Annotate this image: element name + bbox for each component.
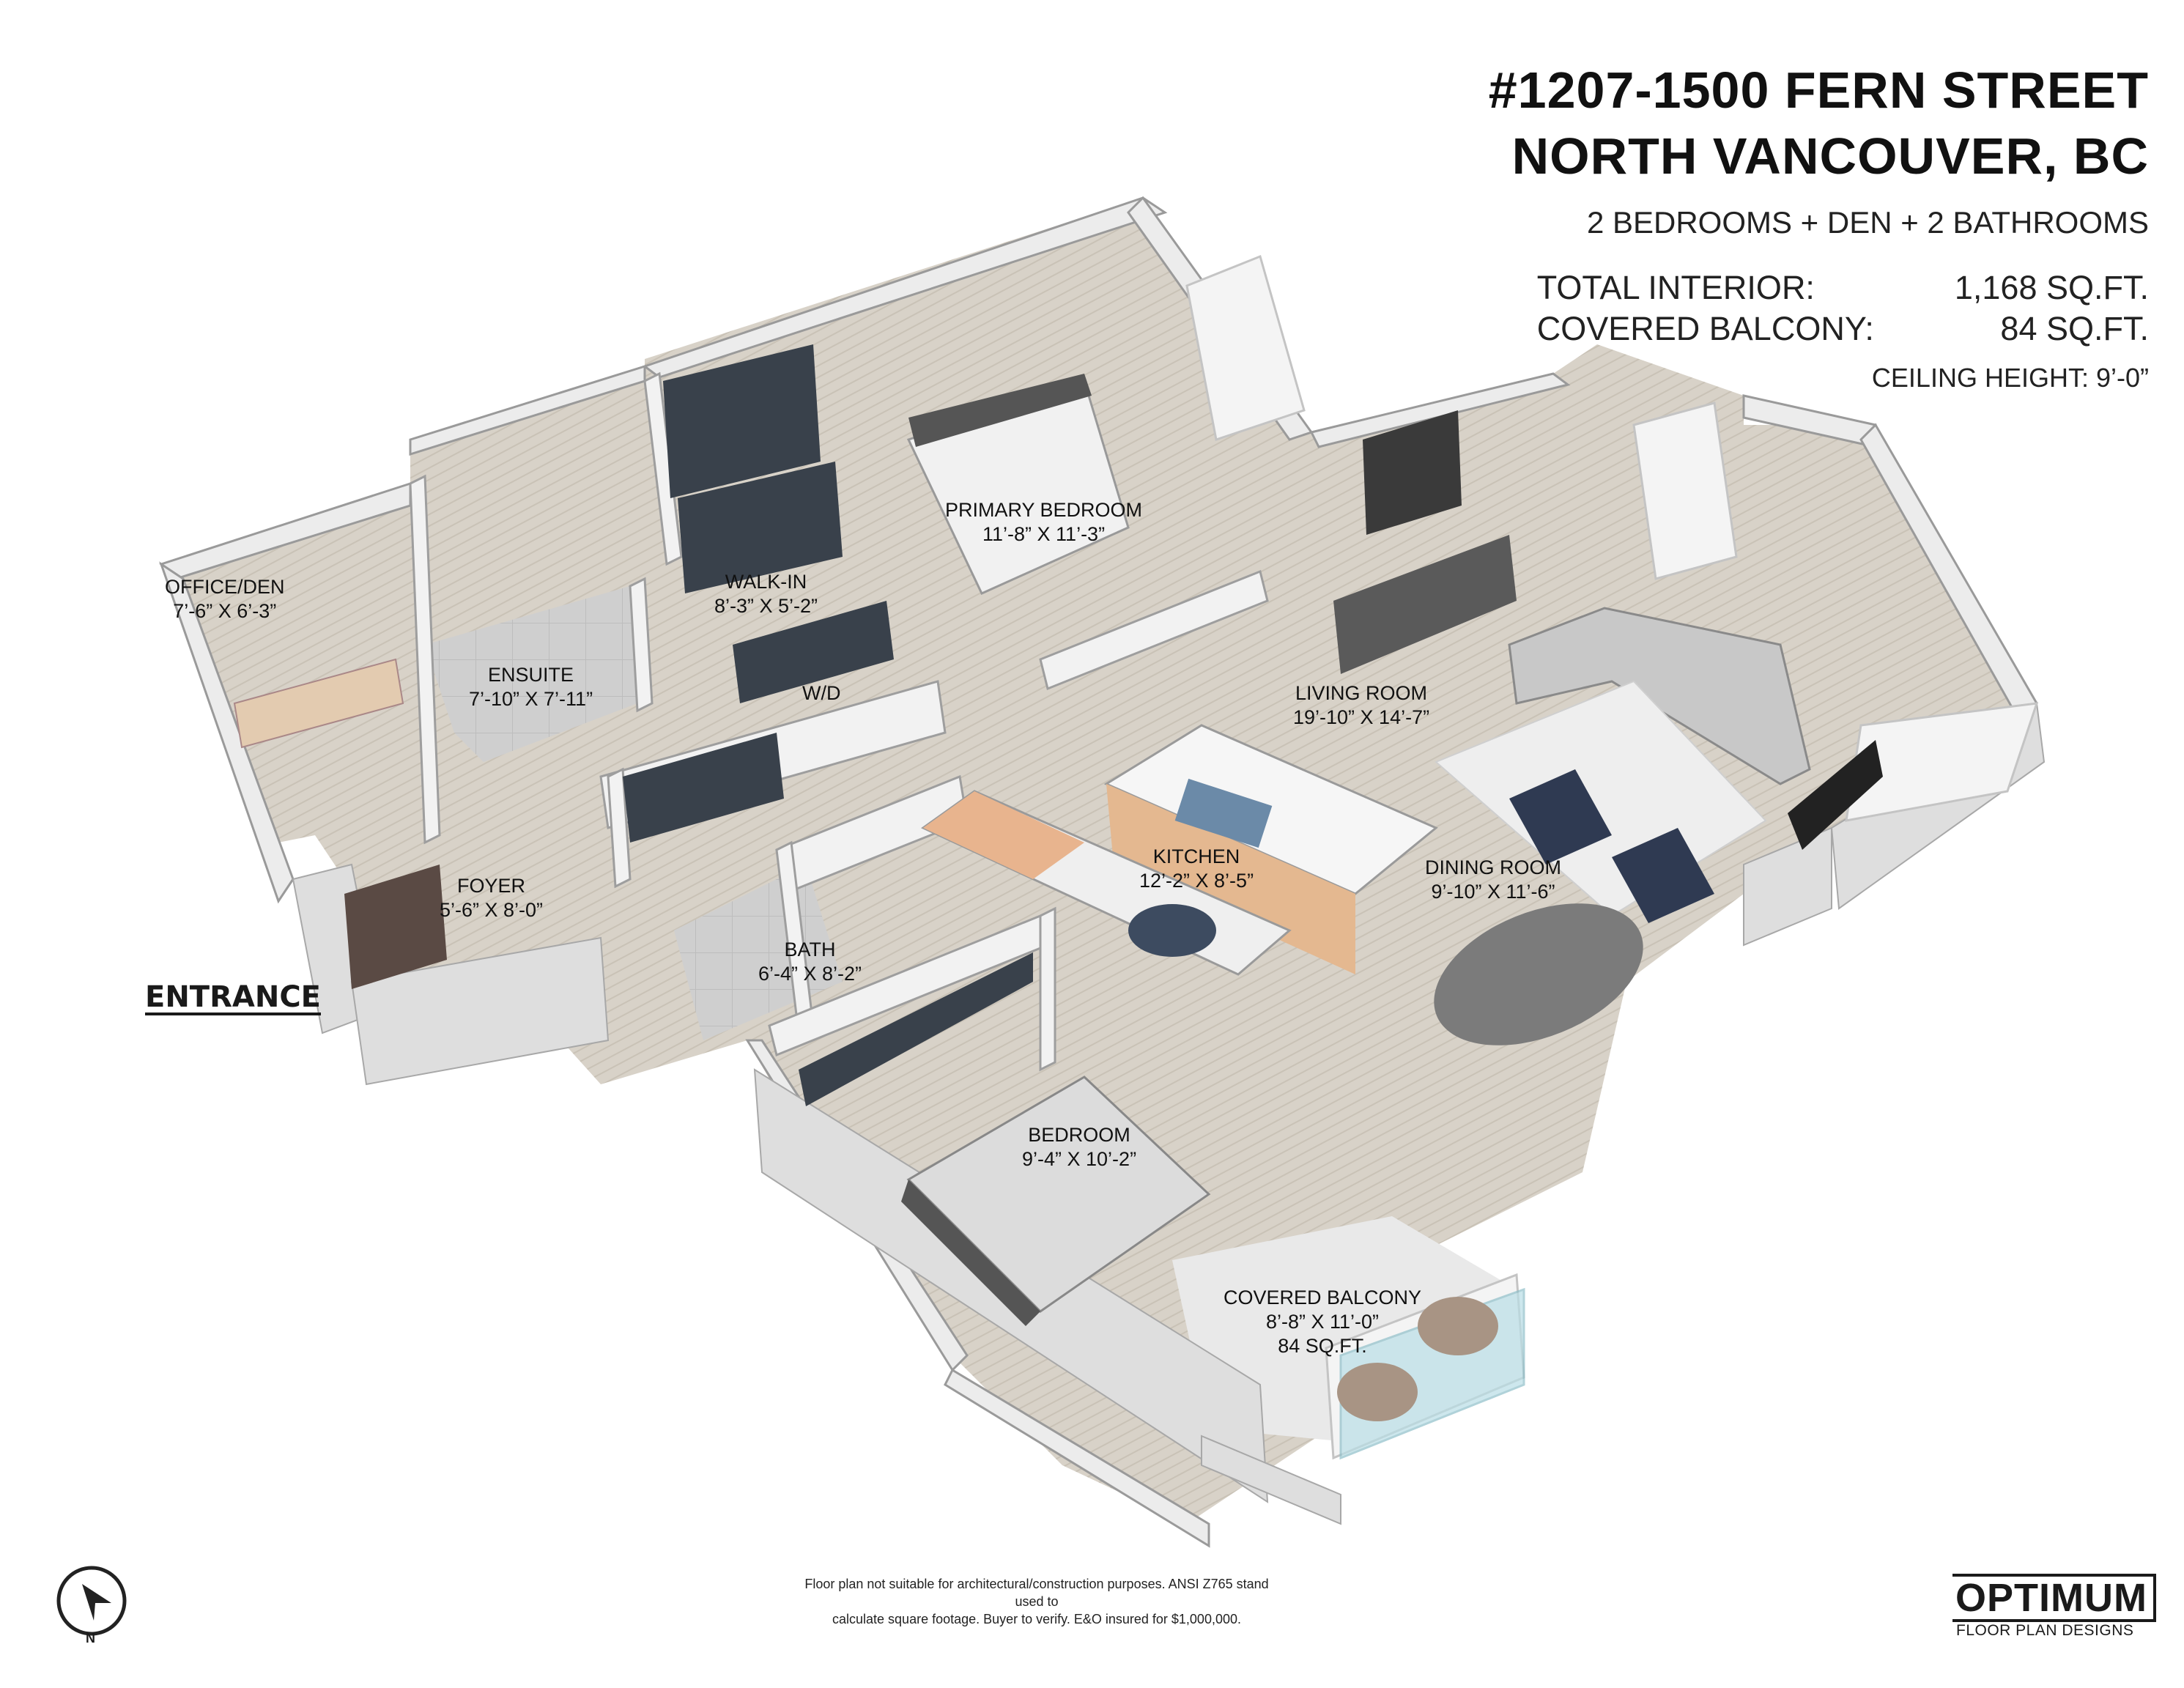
room-size: 12’-2” X 8’-5” [1139, 870, 1254, 892]
tv [1788, 740, 1883, 850]
room-name: FOYER [457, 875, 526, 897]
balcony-chairs [1337, 1297, 1498, 1421]
room-label-ensuite: ENSUITE 7’-10” X 7’-11” [469, 663, 593, 711]
wall-art [1363, 410, 1462, 535]
room-label-foyer: FOYER 5’-6” X 8’-0” [440, 874, 543, 922]
sofa [1508, 607, 1811, 785]
room-size: 5’-6” X 8’-0” [440, 899, 544, 921]
room-size: 11’-8” X 11’-3” [982, 523, 1106, 545]
room-size: 8’-8” X 11’-0” [1266, 1311, 1380, 1333]
room-size: 6’-4” X 8’-2” [758, 963, 862, 985]
balcony-area-value: 84 SQ.FT. [2000, 310, 2149, 347]
compass-north-label: N [86, 1631, 95, 1646]
north-compass-icon: N [51, 1561, 132, 1648]
disclaimer-line-2: calculate square footage. Buyer to verif… [832, 1612, 1241, 1626]
room-size: 8’-3” X 5’-2” [714, 595, 818, 617]
dining-table [1434, 903, 1643, 1045]
room-name: W/D [802, 682, 841, 704]
room-label-balcony: COVERED BALCONY 8’-8” X 11’-0” 84 SQ.FT. [1224, 1286, 1421, 1358]
room-name: PRIMARY BEDROOM [945, 499, 1143, 521]
room-name: KITCHEN [1152, 845, 1240, 867]
room-name: COVERED BALCONY [1224, 1287, 1422, 1308]
room-name: DINING ROOM [1425, 856, 1561, 878]
room-size: 19’-10” X 14’-7” [1293, 706, 1430, 728]
room-area: 84 SQ.FT. [1278, 1335, 1367, 1357]
primary-bed [906, 374, 1130, 595]
room-name: ENSUITE [488, 664, 574, 686]
room-label-primary-bedroom: PRIMARY BEDROOM 11’-8” X 11’-3” [945, 498, 1142, 547]
ceiling-height: CEILING HEIGHT: 9’-0” [1871, 363, 2149, 393]
room-label-walkin: WALK-IN 8’-3” X 5’-2” [714, 570, 818, 618]
room-size: 7’-10” X 7’-11” [469, 688, 593, 710]
room-size: 7’-6” X 6’-3” [173, 600, 277, 622]
disclaimer: Floor plan not suitable for architectura… [795, 1575, 1278, 1628]
room-size: 9’-10” X 11’-6” [1431, 881, 1555, 903]
optimum-logo: OPTIMUM FLOOR PLAN DESIGNS [1934, 1574, 2156, 1640]
room-name: WALK-IN [725, 571, 807, 593]
room-label-bath: BATH 6’-4” X 8’-2” [758, 938, 862, 986]
room-name: BATH [784, 939, 836, 960]
logo-title: OPTIMUM [1952, 1574, 2156, 1622]
room-label-living: LIVING ROOM 19’-10” X 14’-7” [1293, 681, 1429, 730]
header: #1207-1500 FERN STREET NORTH VANCOUVER, … [1489, 57, 2149, 240]
room-label-dining: DINING ROOM 9’-10” X 11’-6” [1425, 856, 1561, 904]
total-interior-label: TOTAL INTERIOR: [1536, 269, 1815, 306]
total-interior-value: 1,168 SQ.FT. [1954, 269, 2149, 306]
room-label-wd: W/D [802, 681, 840, 706]
entry-door [344, 865, 447, 989]
room-name: OFFICE/DEN [165, 576, 285, 598]
unit-summary: 2 BEDROOMS + DEN + 2 BATHROOMS [1586, 205, 2149, 240]
room-label-kitchen: KITCHEN 12’-2” X 8’-5” [1139, 845, 1254, 893]
disclaimer-line-1: Floor plan not suitable for architectura… [804, 1577, 1269, 1609]
room-name: LIVING ROOM [1295, 682, 1428, 704]
address-line-1: #1207-1500 FERN STREET [1488, 62, 2149, 119]
room-label-office: OFFICE/DEN 7’-6” X 6’-3” [165, 575, 285, 623]
secondary-bed [901, 1076, 1211, 1326]
armchairs [1509, 769, 1714, 923]
room-label-bedroom: BEDROOM 9’-4” X 10’-2” [1022, 1123, 1136, 1171]
kitchen-counter [921, 790, 1292, 976]
area-stats: TOTAL INTERIOR: 1,168 SQ.FT. COVERED BAL… [1537, 267, 2149, 349]
room-size: 9’-4” X 10’-2” [1022, 1148, 1137, 1170]
entrance-label: ENTRANCE [145, 980, 321, 1014]
closets [623, 344, 1033, 1106]
ensuite-floor [425, 586, 637, 762]
logo-subtitle: FLOOR PLAN DESIGNS [1956, 1622, 2134, 1639]
desk [233, 658, 404, 749]
balcony-area-label: COVERED BALCONY: [1536, 310, 1874, 347]
kitchen-island [1103, 724, 1438, 974]
address-line-2: NORTH VANCOUVER, BC [1511, 127, 2149, 185]
room-name: BEDROOM [1028, 1124, 1130, 1146]
sideboard [1333, 535, 1517, 674]
